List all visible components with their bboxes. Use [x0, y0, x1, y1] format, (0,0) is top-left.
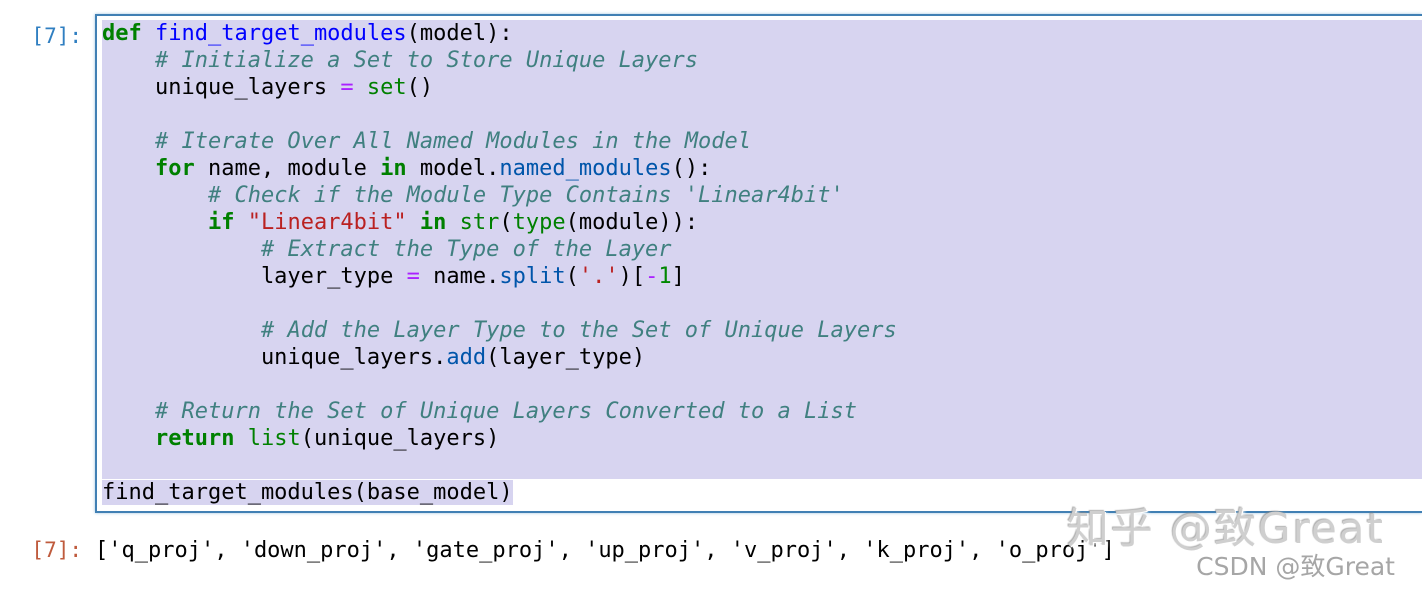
code-cell: [7]: def find_target_modules(model): # I…: [0, 14, 1422, 513]
code-line[interactable]: # Extract the Type of the Layer: [102, 236, 1422, 263]
code-line[interactable]: [102, 290, 1422, 317]
code-line[interactable]: # Initialize a Set to Store Unique Layer…: [102, 47, 1422, 74]
code-line[interactable]: unique_layers.add(layer_type): [102, 344, 1422, 371]
code-editor[interactable]: def find_target_modules(model): # Initia…: [95, 14, 1422, 513]
code-line[interactable]: def find_target_modules(model):: [102, 20, 1422, 47]
code-line[interactable]: [102, 371, 1422, 398]
output-prompt: [7]:: [31, 538, 82, 562]
code-line[interactable]: [102, 452, 1422, 479]
code-line[interactable]: layer_type = name.split('.')[-1]: [102, 263, 1422, 290]
code-line[interactable]: find_target_modules(base_model): [102, 480, 513, 505]
code-line[interactable]: # Add the Layer Type to the Set of Uniqu…: [102, 317, 1422, 344]
code-line[interactable]: if "Linear4bit" in str(type(module)):: [102, 209, 1422, 236]
code-line[interactable]: # Return the Set of Unique Layers Conver…: [102, 398, 1422, 425]
input-prompt: [7]:: [31, 24, 82, 48]
output-cell: [7]: ['q_proj', 'down_proj', 'gate_proj'…: [0, 537, 1422, 564]
code-lines: def find_target_modules(model): # Initia…: [102, 20, 1422, 506]
output-text: ['q_proj', 'down_proj', 'gate_proj', 'up…: [95, 538, 1115, 563]
code-line[interactable]: # Iterate Over All Named Modules in the …: [102, 128, 1422, 155]
code-line[interactable]: [102, 101, 1422, 128]
code-line[interactable]: return list(unique_layers): [102, 425, 1422, 452]
code-line[interactable]: # Check if the Module Type Contains 'Lin…: [102, 182, 1422, 209]
code-line[interactable]: for name, module in model.named_modules(…: [102, 155, 1422, 182]
code-line[interactable]: unique_layers = set(): [102, 74, 1422, 101]
